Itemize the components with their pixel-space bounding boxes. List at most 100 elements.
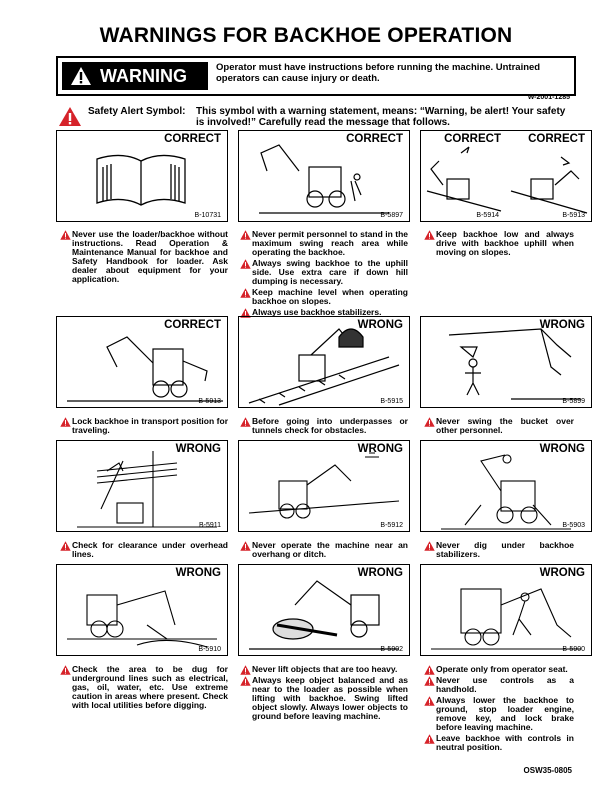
- safety-alert-label: Safety Alert Symbol:: [88, 106, 186, 117]
- handhold-icon: [431, 588, 581, 650]
- alert-triangle-icon: [240, 541, 251, 551]
- warning-text: Operator must have instructions before r…: [216, 62, 541, 84]
- warning-triangle-icon: [71, 67, 91, 85]
- warning-code: W-2001-1285: [527, 94, 570, 101]
- panel-heading: CORRECT: [346, 133, 403, 145]
- safety-alert-icon: [59, 107, 81, 126]
- underground-lines-icon: [67, 590, 217, 648]
- panel-caption: Never lift objects that are too heavy.Al…: [240, 665, 408, 723]
- illustration-panel: WRONG B-5912: [238, 440, 410, 532]
- caption-text: Always swing backhoe to the uphill side.…: [252, 258, 408, 286]
- backhoe-transport-icon: [67, 336, 223, 402]
- panel-code: B-5915: [380, 398, 403, 405]
- caption-text: Never swing the bucket over other person…: [436, 416, 574, 435]
- caption-text: Always lower the backhoe to ground, stop…: [436, 695, 574, 732]
- alert-triangle-icon: [60, 417, 71, 427]
- panel-code: B-5897: [380, 212, 403, 219]
- panel-caption: Lock backhoe in transport position for t…: [60, 417, 228, 437]
- panel-heading-2: CORRECT: [528, 133, 585, 145]
- page-title: WARNINGS FOR BACKHOE OPERATION: [99, 24, 513, 47]
- caption-text: Never use the loader/backhoe without ins…: [72, 229, 228, 284]
- panel-caption: Check the area to be dug for underground…: [60, 665, 228, 712]
- alert-triangle-icon: [424, 417, 435, 427]
- panel-heading: CORRECT: [164, 319, 221, 331]
- caption-item: Leave backhoe with controls in neutral p…: [424, 734, 574, 752]
- footer-code: OSW35-0805: [523, 766, 572, 775]
- safety-alert-text: This symbol with a warning statement, me…: [196, 106, 566, 128]
- panel-code: B-5900: [562, 646, 585, 653]
- panel-caption: Before going into underpasses or tunnels…: [240, 417, 408, 437]
- caption-text: Always use backhoe stabilizers.: [252, 307, 382, 317]
- manual-book-icon: [96, 154, 186, 206]
- backhoe-slope-icon: [426, 146, 588, 214]
- caption-text: Leave backhoe with controls in neutral p…: [436, 733, 574, 752]
- caption-item: Never lift objects that are too heavy.: [240, 665, 408, 675]
- panel-heading: WRONG: [357, 319, 403, 331]
- panel-caption: Never permit personnel to stand in the m…: [240, 230, 408, 319]
- caption-item: Lock backhoe in transport position for t…: [60, 417, 228, 435]
- alert-triangle-icon: [240, 676, 251, 686]
- warning-label-text: WARNING: [100, 65, 187, 86]
- panel-caption: Never swing the bucket over other person…: [424, 417, 574, 437]
- caption-item: Keep machine level when operating backho…: [240, 288, 408, 306]
- panel-heading: WRONG: [175, 567, 221, 579]
- panel-caption: Never use the loader/backhoe without ins…: [60, 230, 228, 286]
- backhoe-personnel-icon: [259, 144, 389, 214]
- caption-item: Always swing backhoe to the uphill side.…: [240, 259, 408, 286]
- caption-text: Operate only from operator seat.: [436, 664, 568, 674]
- alert-triangle-icon: [424, 541, 435, 551]
- caption-item: Check the area to be dug for underground…: [60, 665, 228, 710]
- panel-code: B-10731: [194, 212, 221, 219]
- alert-triangle-icon: [424, 676, 435, 686]
- alert-triangle-icon: [424, 230, 435, 240]
- caption-text: Lock backhoe in transport position for t…: [72, 416, 228, 435]
- caption-item: Never dig under backhoe stabilizers.: [424, 541, 574, 559]
- caption-item: Operate only from operator seat.: [424, 664, 574, 675]
- panel-heading: WRONG: [539, 443, 585, 455]
- caption-item: Never permit personnel to stand in the m…: [240, 230, 408, 257]
- panel-heading: WRONG: [357, 443, 403, 455]
- caption-text: Keep machine level when operating backho…: [252, 287, 408, 306]
- alert-triangle-icon: [424, 696, 435, 706]
- panel-caption: Operate only from operator seat. Never us…: [424, 665, 574, 754]
- warning-label: WARNING: [62, 62, 208, 90]
- caption-text: Keep backhoe low and always drive with b…: [436, 229, 574, 257]
- caption-text: Check the area to be dug for underground…: [72, 664, 228, 710]
- illustration-panel: WRONG B-5915: [238, 316, 410, 408]
- panel-heading: WRONG: [539, 567, 585, 579]
- illustration-panel: WRONG B-5900: [420, 564, 592, 656]
- caption-item: Never use controls as a handhold.: [424, 676, 574, 694]
- panel-code: B-5903: [562, 522, 585, 529]
- caption-item: Keep backhoe low and always drive with b…: [424, 230, 574, 257]
- caption-text: Before going into underpasses or tunnels…: [252, 416, 408, 435]
- overhang-ditch-icon: [248, 452, 400, 519]
- panel-heading: WRONG: [539, 319, 585, 331]
- caption-text: Never permit personnel to stand in the m…: [252, 229, 408, 257]
- panel-caption: Keep backhoe low and always drive with b…: [424, 230, 574, 259]
- panel-code-2: B-5913: [562, 212, 585, 219]
- caption-item: Never swing the bucket over other person…: [424, 417, 574, 435]
- panel-caption: Never dig under backhoe stabilizers.: [424, 541, 574, 561]
- panel-code: B-5912: [380, 522, 403, 529]
- alert-triangle-icon: [424, 734, 435, 744]
- overhead-lines-icon: [77, 451, 217, 528]
- caption-item: Before going into underpasses or tunnels…: [240, 417, 408, 435]
- alert-triangle-icon: [60, 665, 71, 675]
- warning-box: WARNING Operator must have instructions …: [56, 56, 576, 96]
- caption-text: Always keep object balanced and as near …: [252, 675, 408, 721]
- panel-code: B-5910: [198, 646, 221, 653]
- illustration-panel: WRONG B-5903: [420, 440, 592, 532]
- caption-text: Check for clearance under overhead lines…: [72, 540, 228, 559]
- caption-item: Check for clearance under overhead lines…: [60, 541, 228, 559]
- panel-heading: CORRECT: [164, 133, 221, 145]
- panel-code: B-5911: [198, 522, 221, 529]
- alert-triangle-icon: [240, 417, 251, 427]
- panel-heading: CORRECT: [444, 133, 501, 145]
- bucket-over-person-icon: [448, 328, 581, 400]
- panel-caption: Never operate the machine near an overha…: [240, 541, 408, 561]
- caption-text: Never dig under backhoe stabilizers.: [436, 540, 574, 559]
